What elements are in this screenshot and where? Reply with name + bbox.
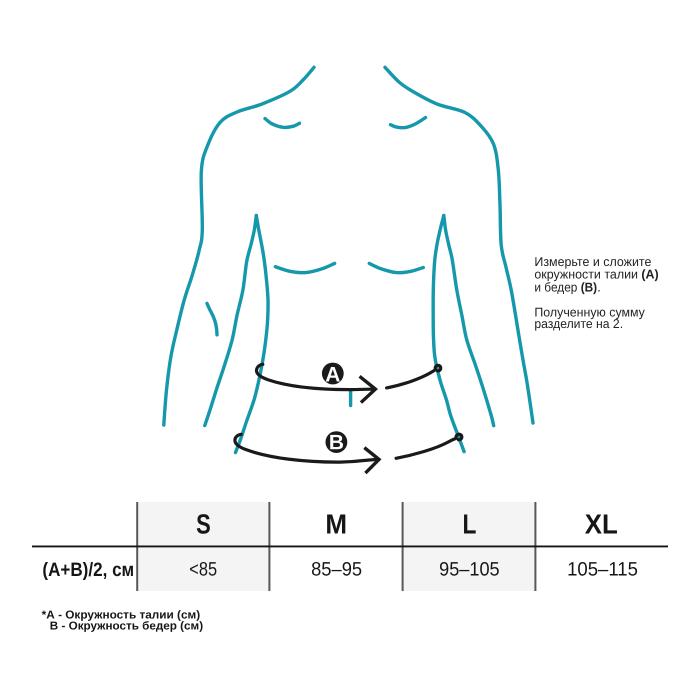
svg-text:85–95: 85–95 <box>311 559 362 581</box>
svg-text:L: L <box>463 508 477 539</box>
svg-text:S: S <box>196 508 211 539</box>
svg-text:XL: XL <box>585 508 618 539</box>
svg-text:В - Окружность бедер (см): В - Окружность бедер (см) <box>50 621 203 633</box>
svg-text:окружности талии: окружности талии <box>534 267 638 282</box>
svg-text:M: M <box>325 508 347 539</box>
svg-text:Измерьте и сложите: Измерьте и сложите <box>534 254 651 269</box>
svg-text:разделите на 2.: разделите на 2. <box>534 316 623 331</box>
svg-text:(В): (В) <box>581 279 597 294</box>
svg-text:105–115: 105–115 <box>567 559 638 581</box>
svg-text:(А): (А) <box>641 267 658 282</box>
svg-text:(А+В)/2, см: (А+В)/2, см <box>42 559 134 581</box>
svg-text:95–105: 95–105 <box>439 559 500 581</box>
svg-text:и бедер: и бедер <box>534 279 577 294</box>
svg-text:*А - Окружность талии (см): *А - Окружность талии (см) <box>42 609 201 621</box>
svg-text:<85: <85 <box>189 559 217 581</box>
svg-text:Полученную сумму: Полученную сумму <box>534 304 645 319</box>
svg-text:.: . <box>597 279 601 294</box>
